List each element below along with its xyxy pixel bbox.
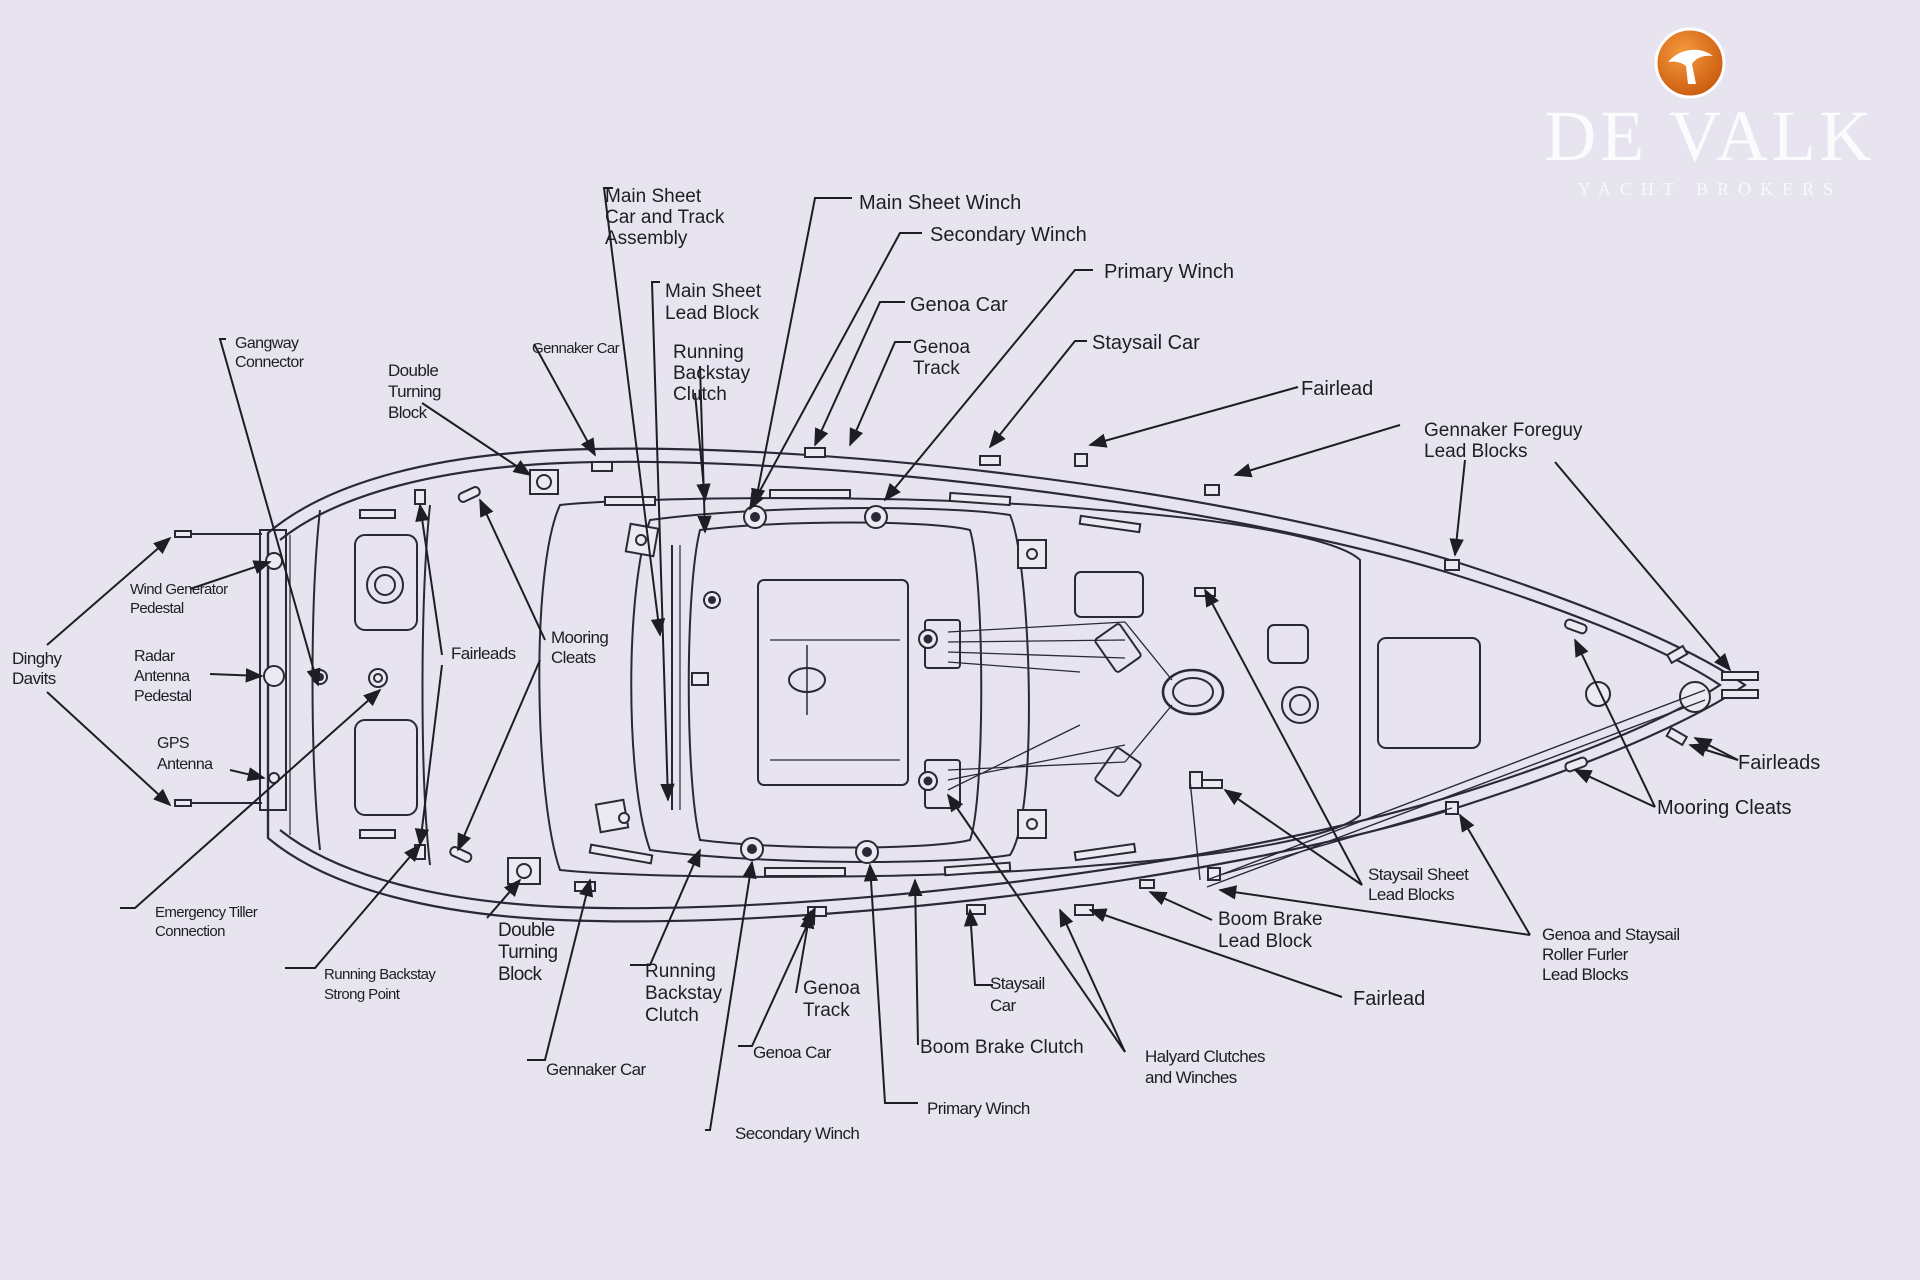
label-roller-furler-blocks: Genoa and Staysail Roller Furler Lead Bl… <box>1542 925 1684 984</box>
label-dinghy-davits: Dinghy Davits <box>12 649 65 688</box>
leader-lines <box>46 187 1739 1131</box>
label-double-turning-block-top: Double Turning Block <box>388 361 445 422</box>
genoa-track <box>769 489 851 499</box>
label-running-backstay-clutch-bottom: Running Backstay Clutch <box>645 961 727 1026</box>
label-fairlead-bottom: Fairlead <box>1353 988 1425 1010</box>
bow-cleat <box>1679 681 1711 713</box>
genoa-track <box>764 867 846 877</box>
label-main-sheet-car: Main Sheet Car and Track Assembly <box>605 186 730 249</box>
label-genoa-car-bottom: Genoa Car <box>753 1043 832 1062</box>
label-boom-brake-lead-block: Boom Brake Lead Block <box>1218 909 1328 952</box>
label-radar-antenna: Radar Antenna Pedestal <box>134 648 193 705</box>
watermark-tagline: YACHT BROKERS <box>1578 179 1842 199</box>
label-wind-generator: Wind Generator Pedestal <box>130 581 231 617</box>
label-staysail-car-bottom: Staysail Car <box>990 974 1049 1015</box>
label-halyard-clutches: Halyard Clutches and Winches <box>1145 1047 1269 1087</box>
label-running-backstay-clutch-top: Running Backstay Clutch <box>673 342 755 405</box>
watermark: DE VALK YACHT BROKERS <box>1544 27 1875 199</box>
label-boom-brake-clutch: Boom Brake Clutch <box>920 1037 1084 1058</box>
genoa-car <box>804 447 826 458</box>
label-primary-winch-bottom: Primary Winch <box>927 1099 1030 1118</box>
label-main-sheet-winch: Main Sheet Winch <box>859 192 1021 214</box>
halyard-lines <box>947 621 1173 791</box>
deck-fill <box>1281 686 1319 724</box>
hull-outline <box>266 447 1747 923</box>
label-primary-winch-top: Primary Winch <box>1104 261 1234 283</box>
watermark-brand: DE VALK <box>1544 96 1875 176</box>
label-secondary-winch-bottom: Secondary Winch <box>735 1124 859 1143</box>
wind-generator-pedestal <box>265 552 283 570</box>
labels: Main Sheet Car and Track Assembly Main S… <box>12 186 1820 1143</box>
deck-structures <box>311 497 1481 878</box>
label-gennaker-foreguy: Gennaker Foreguy Lead Blocks <box>1424 420 1588 462</box>
cockpit-table <box>757 579 909 786</box>
label-gennaker-car-top: Gennaker Car <box>532 340 620 357</box>
label-emergency-tiller: Emergency Tiller Connection <box>155 904 261 940</box>
label-double-turning-block-bottom: Double Turning Block <box>498 920 562 985</box>
foredeck-hatch <box>1377 637 1481 749</box>
deck-hatch <box>1074 571 1144 618</box>
cockpit-coaming <box>630 507 1030 863</box>
bow-cleat <box>1585 681 1611 707</box>
label-main-sheet-lead-block: Main Sheet Lead Block <box>665 281 766 324</box>
bow-roller <box>1721 671 1759 681</box>
label-fairlead-top: Fairlead <box>1301 378 1373 400</box>
label-gps-antenna: GPS Antenna <box>157 735 213 773</box>
label-genoa-track-bottom: Genoa Track <box>803 978 865 1021</box>
label-fairleads-bow: Fairleads <box>1738 752 1820 774</box>
label-secondary-winch-top: Secondary Winch <box>930 224 1087 246</box>
label-mooring-cleats-bow: Mooring Cleats <box>1657 797 1792 819</box>
label-staysail-car-top: Staysail Car <box>1092 332 1200 354</box>
label-gennaker-car-bottom: Gennaker Car <box>546 1060 647 1079</box>
label-genoa-track-top: Genoa Track <box>913 337 975 379</box>
label-staysail-sheet-lead-blocks: Staysail Sheet Lead Blocks <box>1368 865 1472 904</box>
coachroof <box>538 497 1361 878</box>
label-mooring-cleats-mid: Mooring Cleats <box>551 628 612 667</box>
label-gangway-connector: Gangway Connector <box>235 335 305 371</box>
cockpit-well <box>687 521 983 849</box>
radar-pedestal <box>263 665 285 687</box>
label-running-backstay-strong: Running Backstay Strong Point <box>324 966 439 1003</box>
furler-lines <box>1189 689 1706 888</box>
label-genoa-car-top: Genoa Car <box>910 294 1008 316</box>
label-fairleads-mid: Fairleads <box>451 644 516 663</box>
gennaker-car <box>591 461 613 472</box>
staysail-car <box>979 455 1001 466</box>
mast-base <box>1161 668 1225 716</box>
